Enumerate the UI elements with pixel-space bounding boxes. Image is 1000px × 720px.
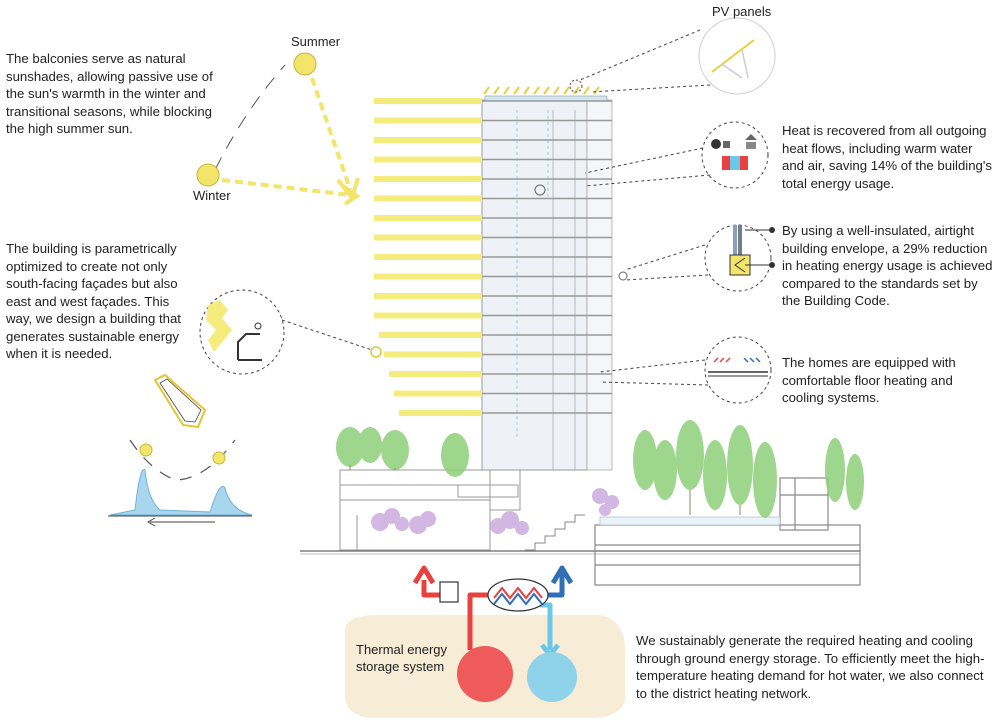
balconies-annotation: The balconies serve as natural sunshades… [6, 51, 213, 136]
floor-heating-icon [599, 336, 772, 404]
balcony [384, 351, 482, 358]
winter-sun-icon [196, 163, 220, 187]
pv-panels-label: PV panels [712, 4, 772, 19]
winter-label: Winter [193, 188, 231, 203]
tower [481, 95, 613, 471]
podium-left [339, 469, 521, 551]
pump-box [439, 581, 459, 603]
balcony [374, 215, 482, 221]
balcony [374, 254, 482, 260]
balcony [374, 273, 482, 280]
podium-right [594, 477, 861, 586]
balcony [394, 390, 482, 397]
pv-panel-icon [569, 17, 776, 95]
purple-trees [371, 488, 619, 535]
hot-storage [457, 646, 513, 702]
balcony [374, 293, 482, 299]
insulation-icon [618, 224, 775, 292]
heat-recovery-annotation: Heat is recovered from all outgoing heat… [782, 123, 992, 191]
balcony [379, 332, 482, 338]
envelope-annotation: By using a well-insulated, airtight buil… [782, 223, 993, 308]
balcony [374, 156, 482, 163]
ground-energy-annotation: We sustainably generate the required hea… [636, 633, 985, 701]
solar-graph-icon [108, 373, 253, 527]
balcony [374, 137, 482, 143]
parametric-annotation: The building is parametrically optimized… [6, 241, 181, 361]
balcony [399, 410, 482, 416]
pv-panels-roof [483, 86, 600, 95]
balcony [374, 176, 482, 182]
balcony [374, 195, 482, 202]
floor-slabs [374, 98, 612, 416]
balcony [374, 98, 482, 104]
summer-label: Summer [291, 34, 341, 49]
cold-storage [527, 652, 577, 702]
parametric-callout [199, 289, 382, 375]
thermal-storage-label: Thermal energy storage system [356, 642, 448, 674]
stairs [525, 514, 585, 551]
balcony [374, 117, 482, 124]
green-trees [336, 420, 864, 518]
balcony [389, 371, 482, 377]
balcony [374, 234, 482, 241]
heat-exchanger-icon [487, 578, 549, 612]
sun-path [196, 52, 361, 206]
summer-sun-icon [293, 52, 317, 76]
balcony [374, 312, 482, 319]
heat-recovery-icon [534, 121, 769, 196]
floor-heating-annotation: The homes are equipped with comfortable … [782, 355, 956, 405]
